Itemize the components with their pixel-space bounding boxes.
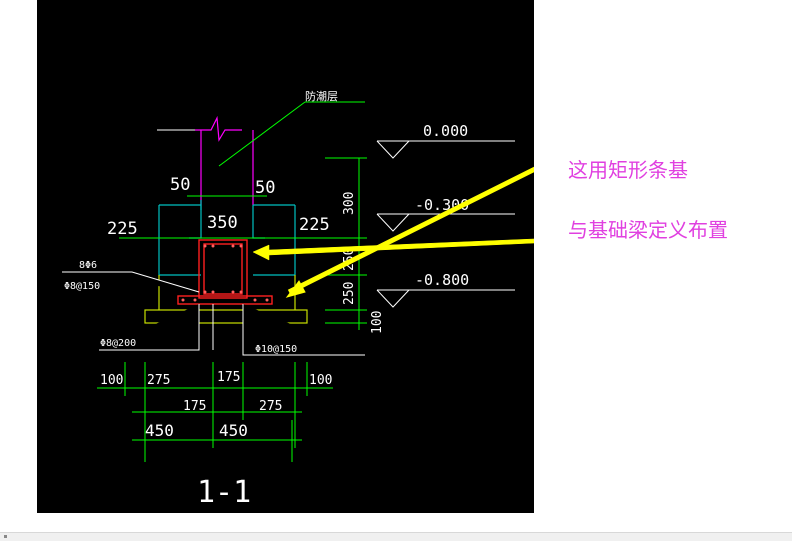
dim-50-left: 50 <box>170 175 190 195</box>
dim-v-100: 100 <box>370 311 385 334</box>
annotation-foundation-beam-layout: 与基础梁定义布置 <box>568 218 728 242</box>
annotation-rectangular-strip-foundation: 这用矩形条基 <box>568 158 688 182</box>
top-dimension-lines <box>119 195 337 239</box>
section-label: 1-1 <box>197 475 251 510</box>
dim-b-275-b: 275 <box>259 399 282 414</box>
rebar-phi10-150: Φ10@150 <box>255 344 297 355</box>
rebar-leaders <box>62 271 365 356</box>
wall-outline <box>195 115 254 205</box>
dim-b-450-a: 450 <box>145 421 174 440</box>
moisture-layer-leader <box>218 101 365 167</box>
dim-v-300: 300 <box>342 192 357 215</box>
dim-350: 350 <box>207 213 238 233</box>
level-2: -0.800 <box>415 271 469 289</box>
rebar-labels: 8Φ6 Φ8@150 Φ8@200 Φ10@150 <box>64 260 297 355</box>
dim-50-right: 50 <box>255 178 275 198</box>
dim-b-450-b: 450 <box>219 421 248 440</box>
dim-b-275-a: 275 <box>147 373 170 388</box>
rebar-phi8-150: Φ8@150 <box>64 281 100 292</box>
rebar-dots <box>181 244 269 302</box>
bottom-dimension-lines <box>97 362 333 462</box>
dim-b-100-right: 100 <box>309 373 332 388</box>
foundation-section-drawing: 防潮层 0.000 -0.300 -0.800 <box>62 89 534 510</box>
rebar-8phi6: 8Φ6 <box>79 260 97 271</box>
rebar-phi8-200: Φ8@200 <box>100 338 136 349</box>
dim-b-100-left: 100 <box>100 373 123 388</box>
beam-rebar-cage <box>177 239 273 305</box>
top-dimension-text: 50 50 225 350 225 <box>107 175 330 239</box>
status-dot <box>4 535 7 538</box>
bottom-scroll-strip <box>0 532 792 541</box>
dim-b-175-b: 175 <box>183 399 206 414</box>
concrete-pad <box>144 275 308 324</box>
level-0: 0.000 <box>423 122 468 140</box>
dim-225-right: 225 <box>299 215 330 235</box>
dim-225-left: 225 <box>107 219 138 239</box>
annotation-arrows <box>252 166 534 298</box>
cad-canvas: 防潮层 0.000 -0.300 -0.800 <box>37 0 534 513</box>
dim-b-175-a: 175 <box>217 370 240 385</box>
dim-v-250b: 250 <box>342 282 357 305</box>
bottom-dimension-text: 100 275 175 100 175 275 450 450 <box>100 370 332 440</box>
moisture-layer-label: 防潮层 <box>305 89 338 103</box>
